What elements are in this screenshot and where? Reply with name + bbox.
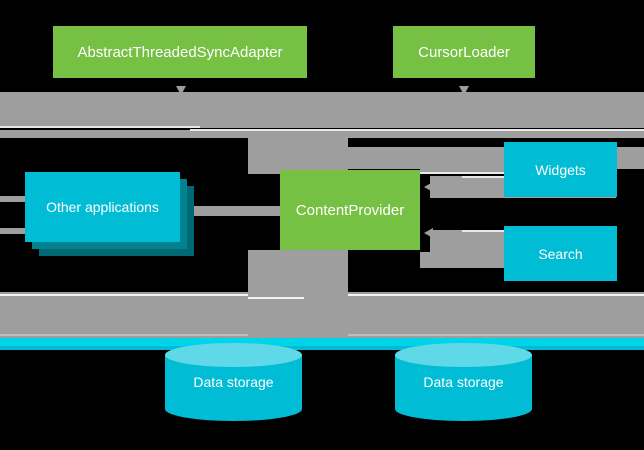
connector-band-upper	[0, 92, 644, 128]
band-separator-10	[348, 334, 644, 336]
storage-baseline-2	[0, 346, 644, 350]
connector-band-cp-left-arrow	[190, 206, 282, 216]
node-label: Widgets	[535, 161, 586, 178]
arrowhead-search-to-cp	[424, 228, 433, 238]
band-separator-1	[0, 126, 200, 128]
node-data-storage-2[interactable]: Data storage	[395, 343, 532, 421]
arrowhead-sync-to-cp	[176, 86, 186, 95]
connector-band-lower	[0, 292, 644, 338]
node-label: Data storage	[423, 374, 504, 390]
node-widgets[interactable]: Widgets	[504, 142, 617, 197]
cylinder-top	[395, 343, 532, 367]
storage-baseline	[0, 338, 644, 346]
band-separator-6	[0, 294, 248, 296]
connector-band-mid-vertical	[248, 138, 348, 174]
node-data-storage-1[interactable]: Data storage	[165, 343, 302, 421]
band-separator-9	[0, 334, 248, 336]
arrowhead-widgets-to-cp	[424, 182, 433, 192]
node-label: ContentProvider	[295, 201, 405, 219]
arrowhead-cursorloader-to-cp	[459, 86, 469, 95]
cylinder-top	[165, 343, 302, 367]
node-label: CursorLoader	[418, 43, 510, 61]
band-separator-7	[248, 297, 304, 299]
node-search[interactable]: Search	[504, 226, 617, 281]
connector-band-left-in-upper	[0, 196, 34, 202]
band-separator-2	[190, 129, 644, 131]
node-other-applications[interactable]: Other applications	[25, 172, 180, 242]
node-abstract-threaded-sync-adapter[interactable]: AbstractThreadedSyncAdapter	[53, 26, 307, 78]
node-content-provider[interactable]: ContentProvider	[280, 170, 420, 250]
node-label: Search	[538, 245, 583, 262]
arrowhead-into-cp-top	[298, 158, 308, 167]
connector-band-left-in-lower	[0, 228, 34, 234]
node-cursor-loader[interactable]: CursorLoader	[393, 26, 535, 78]
arrowhead-storage-to-cp	[298, 252, 308, 261]
node-label: Other applications	[46, 199, 159, 215]
node-label: Data storage	[193, 374, 274, 390]
node-label: AbstractThreadedSyncAdapter	[77, 43, 283, 61]
band-separator-8	[348, 294, 644, 296]
connector-band-upper-lower	[0, 130, 644, 138]
